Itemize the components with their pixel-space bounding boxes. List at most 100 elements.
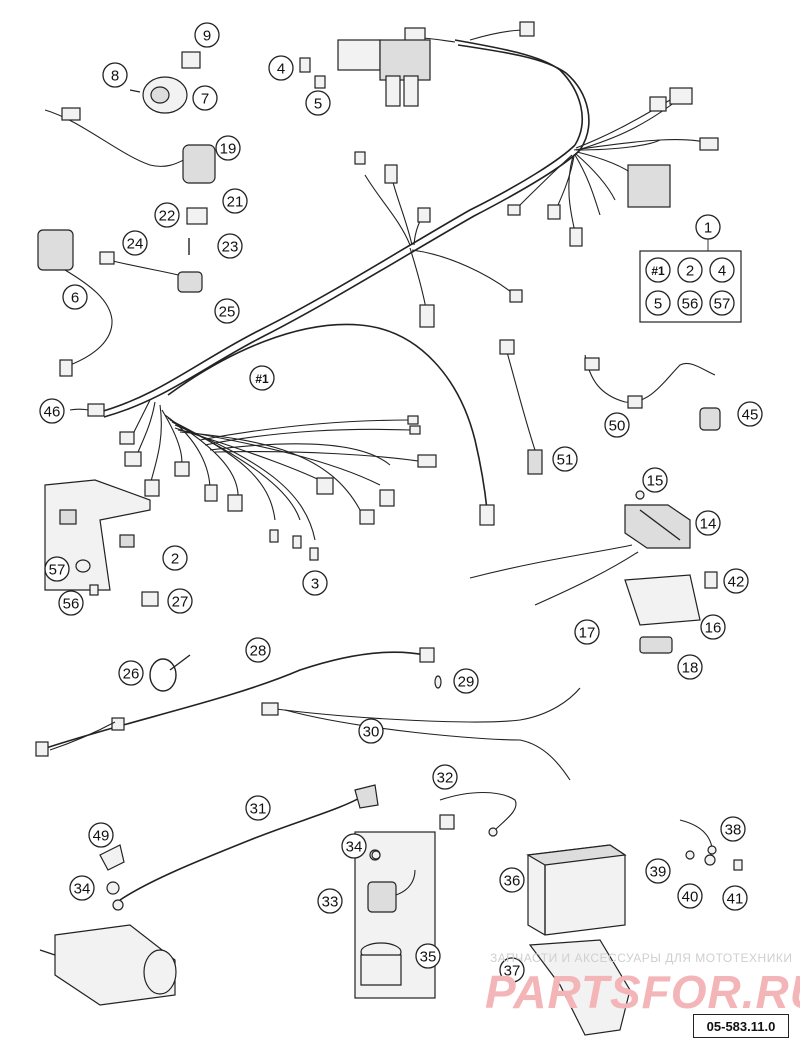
callout-label: 49	[93, 828, 110, 845]
callout-51-49: 51	[552, 446, 578, 472]
callout-40-42: 40	[677, 883, 703, 909]
callout-2-2: 2	[677, 257, 703, 283]
callout-label: 56	[682, 296, 699, 313]
callout-25-26: 25	[214, 298, 240, 324]
callout-41-43: 41	[722, 885, 748, 911]
callout-label: 33	[322, 894, 339, 911]
callout-19-21: 19	[215, 135, 241, 161]
callout-57-6: 57	[709, 290, 735, 316]
callout-9-15: 9	[194, 22, 220, 48]
neutral-switch	[499, 339, 543, 475]
callout-label: 21	[227, 194, 244, 211]
callout-2-8: 2	[162, 545, 188, 571]
callout-5-11: 5	[305, 90, 331, 116]
callout-label: 50	[609, 418, 626, 435]
callout-label: 14	[700, 516, 717, 533]
number-plate-holder	[44, 479, 159, 607]
callout-5-4: 5	[645, 290, 671, 316]
callout-1-0: 1	[695, 214, 721, 240]
ground-cable	[679, 819, 743, 871]
callout-label: 28	[250, 643, 267, 660]
callout-label: 30	[363, 724, 380, 741]
callout-3-9: 3	[302, 570, 328, 596]
callout-label: 16	[705, 620, 722, 637]
callout-57-51: 57	[44, 556, 70, 582]
callout-label: 34	[74, 881, 91, 898]
callout-label: #1	[255, 372, 269, 386]
callout-label: 51	[557, 452, 574, 469]
harness-connectors	[87, 21, 719, 561]
sub-harness-28	[35, 647, 442, 757]
callout-label: 5	[314, 96, 322, 113]
callout-label: 39	[650, 864, 667, 881]
callout-label: 42	[728, 574, 745, 591]
callout-30-31: 30	[358, 718, 384, 744]
drawing-number: 05-583.11.0	[693, 1014, 789, 1038]
callout-24-25: 24	[122, 230, 148, 256]
callout-label: 5	[654, 296, 662, 313]
battery-cable	[439, 792, 517, 837]
callout-56-50: 56	[58, 590, 84, 616]
watermark-text: ЗАПЧАСТИ И АКСЕССУАРЫ ДЛЯ МОТОТЕХНИКИ	[490, 951, 792, 965]
callout-label: 2	[686, 263, 694, 280]
callout-label: 40	[682, 889, 699, 906]
callout-39-41: 39	[645, 858, 671, 884]
callout-35-37: 35	[415, 943, 441, 969]
callout-27-28: 27	[167, 588, 193, 614]
callout-label: 19	[220, 141, 237, 158]
callout-label: 56	[63, 596, 80, 613]
callout-33-34: 33	[317, 888, 343, 914]
callout-label: 57	[49, 562, 66, 579]
callout-16-18: 16	[700, 614, 726, 640]
callout-46-46: 46	[39, 398, 65, 424]
callout-4-10: 4	[268, 55, 294, 81]
callout-31-32: 31	[245, 795, 271, 821]
callout-label: 37	[504, 963, 521, 980]
starter-motor	[39, 924, 177, 1006]
callout-label: 29	[458, 674, 475, 691]
callout-hash1-1: #1	[645, 257, 671, 283]
callout-label: 18	[682, 660, 699, 677]
callout-42-44: 42	[723, 568, 749, 594]
callout-label: 46	[44, 404, 61, 421]
callout-38-40: 38	[720, 816, 746, 842]
callout-label: #1	[651, 264, 665, 278]
callout-7-13: 7	[192, 85, 218, 111]
battery-holder	[528, 939, 631, 1036]
callout-label: 4	[277, 61, 285, 78]
callout-label: 25	[219, 304, 236, 321]
callout-34-35: 34	[341, 833, 367, 859]
callout-23-24: 23	[217, 233, 243, 259]
callout-label: 41	[727, 891, 744, 908]
callout-21-22: 21	[222, 188, 248, 214]
terminal-cap	[99, 844, 381, 895]
callout-label: 4	[718, 263, 726, 280]
callout-label: 9	[203, 28, 211, 45]
cable-tie	[149, 654, 191, 692]
callout-label: 27	[172, 594, 189, 611]
callout-label: 35	[420, 949, 437, 966]
callout-45-45: 45	[737, 401, 763, 427]
callout-label: 26	[123, 666, 140, 683]
callout-18-20: 18	[677, 654, 703, 680]
callout-28-29: 28	[245, 637, 271, 663]
horn	[129, 51, 201, 114]
callout-label: 7	[201, 91, 209, 108]
callout-label: 2	[171, 551, 179, 568]
callout-17-19: 17	[574, 619, 600, 645]
callout-50-48: 50	[604, 412, 630, 438]
callout-label: 1	[704, 220, 712, 237]
callout-15-17: 15	[642, 467, 668, 493]
starter-cable	[112, 784, 379, 911]
callout-label: 45	[742, 407, 759, 424]
callout-32-33: 32	[432, 764, 458, 790]
callout-label: 3	[311, 576, 319, 593]
callout-29-30: 29	[453, 668, 479, 694]
callout-label: 17	[579, 625, 596, 642]
callout-label: 36	[504, 873, 521, 890]
callout-label: 34	[346, 839, 363, 856]
callout-22-23: 22	[154, 202, 180, 228]
callout-34-36: 34	[69, 875, 95, 901]
callout-label: 32	[437, 770, 454, 787]
